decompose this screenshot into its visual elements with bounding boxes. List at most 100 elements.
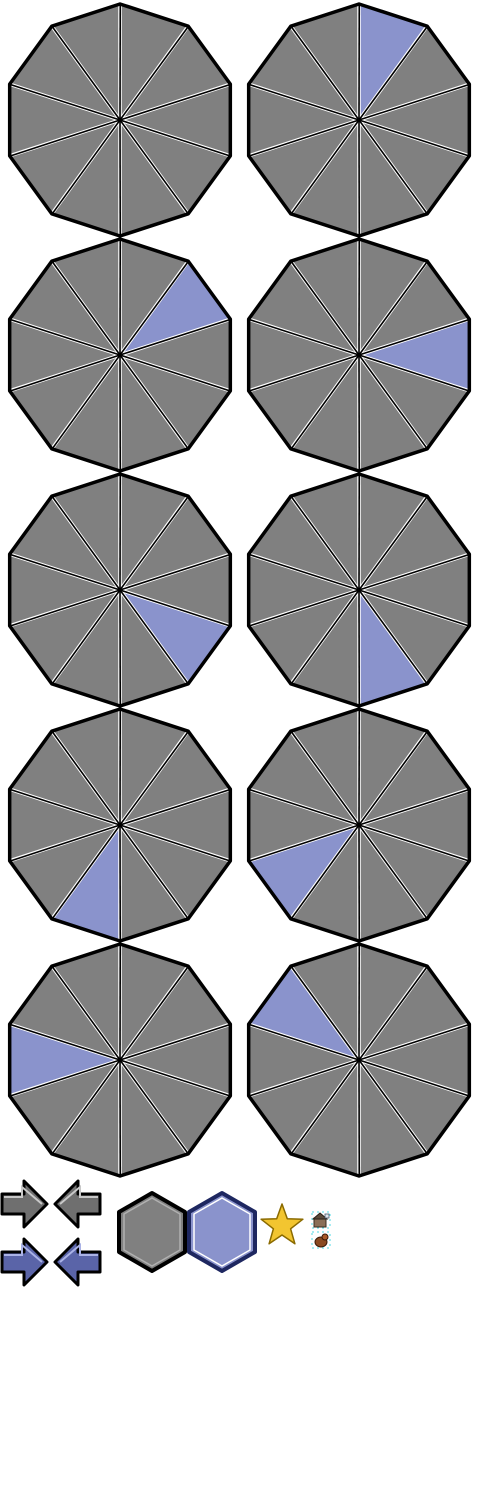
wheel-segment (248, 1060, 359, 1154)
wheel-segment (290, 355, 359, 471)
wheel-segment (51, 1060, 120, 1176)
wheel-segment (359, 731, 470, 825)
wheel-segment (120, 239, 189, 355)
wheel-segment-8-selected (0, 940, 240, 1180)
wheel-segment (359, 590, 470, 684)
wheel-segment (290, 590, 359, 706)
wheel-segment (359, 789, 470, 861)
wheel-segment (359, 120, 470, 214)
wheel-segment (120, 709, 189, 825)
wheel-segment-4-selected (0, 470, 240, 710)
wheel-none-selected (0, 0, 240, 240)
wheel-segment (359, 239, 428, 355)
wheel-segment (290, 944, 359, 1060)
wheel-segment (51, 4, 120, 120)
wheel-segment (120, 731, 231, 825)
wheel-segment (120, 355, 231, 449)
wheel-segment (51, 355, 120, 471)
wheel-segment (9, 120, 120, 214)
arrow-right-blue-icon (0, 1236, 50, 1288)
wheel-segment (248, 731, 359, 825)
wheel-segment (290, 120, 359, 236)
wheel-segment (120, 120, 189, 236)
wheel-segment (9, 590, 120, 684)
wheel-segment (359, 1060, 470, 1154)
wheel-segment (120, 825, 231, 919)
hexagon-gray-icon (116, 1190, 188, 1274)
wheel-segment (248, 554, 359, 626)
wheel-segment-selected (248, 825, 359, 919)
wheel-segment (359, 120, 428, 236)
wheel-segment (120, 1024, 231, 1096)
wheel-segment-9-selected (239, 940, 479, 1180)
wheel-segment (9, 554, 120, 626)
wheel-segment (290, 825, 359, 941)
wheel-segment (359, 825, 470, 919)
wheel-segment (9, 731, 120, 825)
wheel-segment (359, 825, 428, 941)
wheel-segment (120, 554, 231, 626)
wheel-segment (120, 26, 231, 120)
wheel-segment (51, 944, 120, 1060)
wheel-segment (248, 496, 359, 590)
wheel-segment (359, 554, 470, 626)
wheel-segment (290, 1060, 359, 1176)
wheel-segment (51, 474, 120, 590)
small-creature-icon (311, 1231, 331, 1249)
wheel-segment-selected (51, 825, 120, 941)
wheel-segment (359, 84, 470, 156)
wheel-segment (248, 261, 359, 355)
hexagon-blue-icon (186, 1190, 258, 1274)
wheel-segment (248, 319, 359, 391)
small-building-icon (311, 1211, 331, 1229)
wheel-segment (248, 355, 359, 449)
wheel-segment (120, 496, 231, 590)
wheel-segment (120, 319, 231, 391)
wheel-segment (51, 239, 120, 355)
arrow-left-gray-icon (52, 1178, 102, 1230)
wheel-segment (9, 319, 120, 391)
wheel-segment-selected (9, 1024, 120, 1096)
wheel-segment (359, 1060, 428, 1176)
arrow-left-blue-icon (52, 1236, 102, 1288)
wheel-segment (9, 966, 120, 1060)
arrow-right-gray-icon (0, 1178, 50, 1230)
wheel-segment (359, 944, 428, 1060)
wheel-segment (248, 590, 359, 684)
wheel-segment-selected (120, 261, 231, 355)
wheel-segment (51, 709, 120, 825)
wheel-segment-5-selected (239, 470, 479, 710)
wheel-segment (9, 789, 120, 861)
wheel-segment (120, 474, 189, 590)
wheel-segment (9, 26, 120, 120)
wheel-segment (9, 355, 120, 449)
star-icon (258, 1202, 306, 1248)
wheel-segment (51, 590, 120, 706)
wheel-segment (120, 355, 189, 471)
wheel-segment (290, 239, 359, 355)
wheel-segment (359, 474, 428, 590)
wheel-segment (120, 789, 231, 861)
wheel-segment-selected (120, 590, 231, 684)
wheel-segment (359, 261, 470, 355)
wheel-segment-selected (359, 4, 428, 120)
wheel-segment (359, 966, 470, 1060)
wheel-segment-2-selected (0, 235, 240, 475)
wheel-segment (120, 84, 231, 156)
wheel-segment (9, 261, 120, 355)
wheel-segment (359, 496, 470, 590)
wheel-segment (248, 1024, 359, 1096)
wheel-segment (290, 4, 359, 120)
wheel-segment (290, 709, 359, 825)
wheel-segment (290, 474, 359, 590)
wheel-segment (120, 1060, 231, 1154)
wheel-segment (120, 966, 231, 1060)
wheel-segment-6-selected (0, 705, 240, 945)
wheel-segment-selected (359, 319, 470, 391)
wheel-segment-selected (248, 966, 359, 1060)
wheel-segment (120, 4, 189, 120)
wheel-segment-3-selected (239, 235, 479, 475)
wheel-segment (359, 355, 428, 471)
wheel-segment (248, 26, 359, 120)
